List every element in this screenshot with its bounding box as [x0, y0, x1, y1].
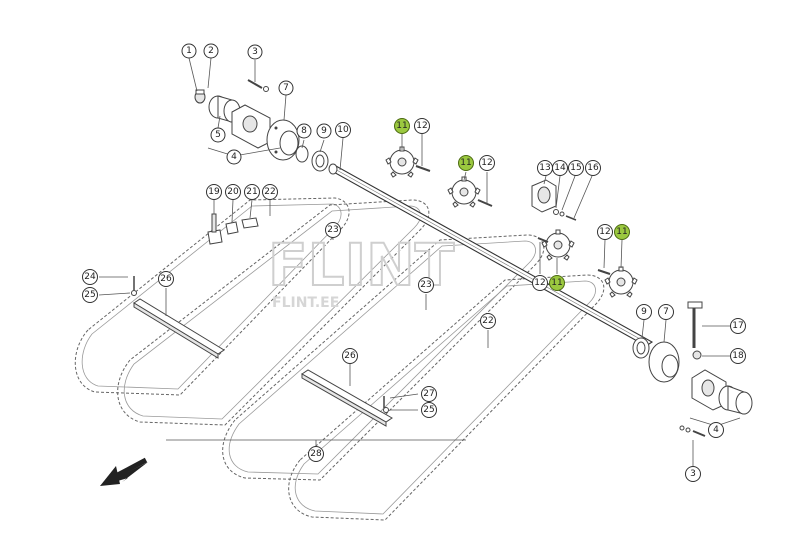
callout-18[interactable]: 18	[730, 348, 746, 364]
svg-text:17: 17	[732, 321, 743, 331]
watermark-site: FLINT.EE	[272, 295, 339, 311]
direction-arrow-icon	[100, 457, 148, 486]
callout-15[interactable]: 15	[568, 160, 584, 176]
svg-text:18: 18	[732, 351, 744, 361]
svg-text:11: 11	[616, 227, 627, 237]
svg-text:3: 3	[252, 47, 258, 57]
callout-20[interactable]: 20	[225, 184, 241, 200]
watermark: FLINT FLINT.EE	[267, 230, 456, 311]
svg-text:19: 19	[208, 187, 220, 197]
svg-text:27: 27	[423, 389, 434, 399]
callout-23-a[interactable]: 23	[325, 222, 341, 238]
svg-text:24: 24	[84, 272, 96, 282]
svg-text:26: 26	[160, 274, 172, 284]
callout-17[interactable]: 17	[730, 318, 746, 334]
centre-bearing	[531, 179, 577, 221]
callout-22-a[interactable]: 22	[262, 184, 278, 200]
callout-12-a[interactable]: 12	[414, 118, 430, 134]
svg-text:12: 12	[481, 158, 492, 168]
left-bearing-assembly	[194, 79, 329, 172]
slats	[131, 276, 393, 427]
callout-4-left[interactable]: 4	[226, 149, 242, 165]
callout-14[interactable]: 14	[552, 160, 568, 176]
callout-16[interactable]: 16	[585, 160, 601, 176]
svg-text:4: 4	[231, 152, 237, 162]
svg-text:9: 9	[641, 307, 647, 317]
svg-text:25: 25	[84, 290, 95, 300]
svg-text:13: 13	[539, 163, 550, 173]
callout-3-bottom[interactable]: 3	[685, 466, 701, 482]
callout-7-right[interactable]: 7	[658, 304, 674, 320]
callout-13[interactable]: 13	[537, 160, 553, 176]
svg-text:22: 22	[482, 316, 493, 326]
callouts: 1 2 3 7 5 4 8 9 10 11 12 11 12 13 14 15 …	[82, 43, 746, 482]
svg-text:3: 3	[690, 469, 696, 479]
svg-text:14: 14	[554, 163, 566, 173]
svg-text:4: 4	[713, 425, 719, 435]
callout-21[interactable]: 21	[244, 184, 260, 200]
svg-text:11: 11	[460, 158, 471, 168]
svg-text:5: 5	[215, 130, 221, 140]
callout-9-right[interactable]: 9	[636, 304, 652, 320]
svg-text:8: 8	[301, 126, 307, 136]
svg-text:26: 26	[344, 351, 356, 361]
callout-11-d[interactable]: 11	[614, 224, 630, 240]
callout-24[interactable]: 24	[82, 269, 98, 285]
svg-text:12: 12	[416, 121, 427, 131]
callout-12-c[interactable]: 12	[532, 275, 548, 291]
svg-text:15: 15	[570, 163, 581, 173]
svg-text:7: 7	[663, 307, 669, 317]
svg-text:2: 2	[208, 46, 214, 56]
svg-text:25: 25	[423, 405, 434, 415]
svg-text:11: 11	[396, 121, 407, 131]
svg-text:28: 28	[310, 449, 322, 459]
svg-text:16: 16	[587, 163, 599, 173]
callout-11-b[interactable]: 11	[458, 155, 474, 171]
svg-text:12: 12	[534, 278, 545, 288]
right-bearing-assembly	[632, 301, 753, 437]
callout-8[interactable]: 8	[296, 123, 312, 139]
callout-26-b[interactable]: 26	[342, 348, 358, 364]
sprockets	[385, 146, 638, 298]
callout-27[interactable]: 27	[421, 386, 437, 402]
callout-28[interactable]: 28	[308, 446, 324, 462]
callout-23-b[interactable]: 23	[418, 277, 434, 293]
callout-7-left[interactable]: 7	[278, 80, 294, 96]
svg-text:20: 20	[227, 187, 239, 197]
svg-text:1: 1	[186, 46, 192, 56]
callout-19[interactable]: 19	[206, 184, 222, 200]
callout-22-b[interactable]: 22	[480, 313, 496, 329]
leader-lines	[98, 57, 741, 466]
svg-text:9: 9	[321, 126, 327, 136]
conveyor-chains	[74, 197, 605, 521]
callout-25-b[interactable]: 25	[421, 402, 437, 418]
callout-11-a[interactable]: 11	[394, 118, 410, 134]
chain-clips	[207, 213, 259, 245]
callout-12-d[interactable]: 12	[597, 224, 613, 240]
callout-26-a[interactable]: 26	[158, 271, 174, 287]
svg-text:22: 22	[264, 187, 275, 197]
callout-3-top[interactable]: 3	[247, 44, 263, 60]
callout-5[interactable]: 5	[210, 127, 226, 143]
callout-25-a[interactable]: 25	[82, 287, 98, 303]
callout-9-left[interactable]: 9	[316, 123, 332, 139]
callout-4-right[interactable]: 4	[708, 422, 724, 438]
svg-text:11: 11	[551, 278, 562, 288]
svg-text:7: 7	[283, 83, 289, 93]
svg-text:21: 21	[246, 187, 257, 197]
svg-text:10: 10	[337, 125, 349, 135]
callout-12-b[interactable]: 12	[479, 155, 495, 171]
svg-text:23: 23	[420, 280, 431, 290]
callout-2[interactable]: 2	[203, 43, 219, 59]
callout-1[interactable]: 1	[181, 43, 197, 59]
svg-text:12: 12	[599, 227, 610, 237]
callout-10[interactable]: 10	[335, 122, 351, 138]
svg-text:23: 23	[327, 225, 338, 235]
callout-11-c[interactable]: 11	[549, 275, 565, 291]
